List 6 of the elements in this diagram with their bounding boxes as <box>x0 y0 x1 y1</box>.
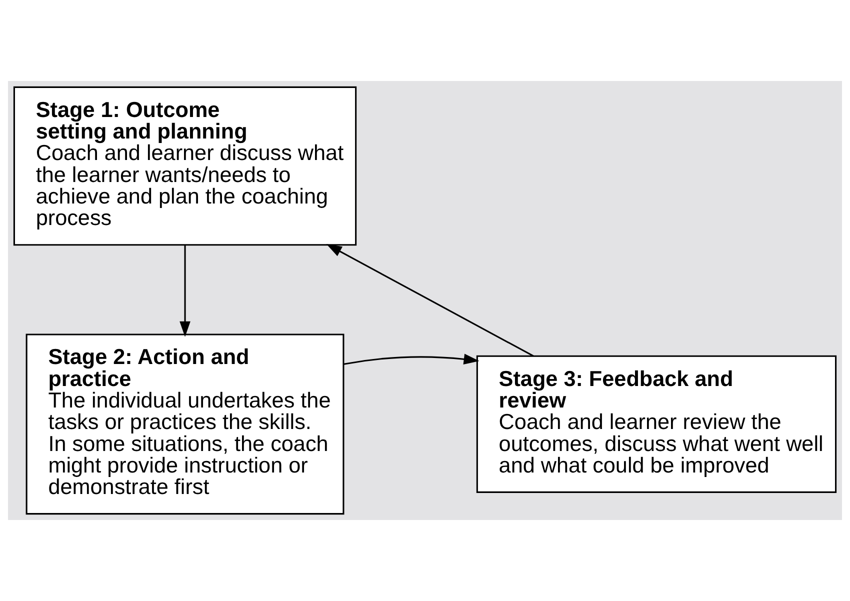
node-box: Stage 2: Action and practice The individual undertakes the tasks or practices the skills. In some situations, the coach might provide instruction or demonstrate first <box>26 334 344 515</box>
arrow <box>326 244 534 357</box>
node-box: Stage 1: Outcome setting and planning Coach and learner discuss what the learner wants/needs to achieve and plan the coaching process <box>13 86 357 246</box>
node-box: Stage 3: Feedback and review Coach and learner review the outcomes, discuss what went well and what could be improved <box>476 355 837 493</box>
arrow <box>180 245 190 337</box>
arrow <box>344 354 480 365</box>
